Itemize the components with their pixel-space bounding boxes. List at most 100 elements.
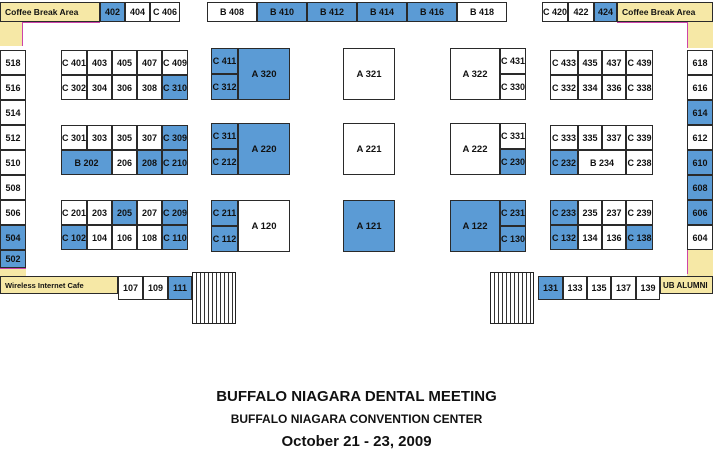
- event-title: BUFFALO NIAGARA DENTAL MEETING: [216, 388, 497, 405]
- booth-c309: C 309: [162, 125, 188, 150]
- booth-502: 502: [0, 250, 26, 268]
- booth-c431: C 431: [500, 48, 526, 74]
- event-dates: October 21 - 23, 2009: [281, 433, 432, 450]
- booth-107: 107: [118, 276, 143, 300]
- booth-508: 508: [0, 175, 26, 200]
- booth-c301: C 301: [61, 125, 87, 150]
- booth-c102: C 102: [61, 225, 87, 250]
- booth-c302: C 302: [61, 75, 87, 100]
- booth-131: 131: [538, 276, 563, 300]
- booth-104: 104: [87, 225, 112, 250]
- booth-c312: C 312: [211, 74, 238, 100]
- booth-b414: B 414: [357, 2, 407, 22]
- booth-403: 403: [87, 50, 112, 75]
- booth-a321: A 321: [343, 48, 395, 100]
- booth-a121: A 121: [343, 200, 395, 252]
- booth-136: 136: [602, 225, 626, 250]
- booth-304: 304: [87, 75, 112, 100]
- booth-111: 111: [168, 276, 192, 300]
- booth-510: 510: [0, 150, 26, 175]
- booth-337: 337: [602, 125, 626, 150]
- booth-c238: C 238: [626, 150, 653, 175]
- booth-235: 235: [578, 200, 602, 225]
- booth-203: 203: [87, 200, 112, 225]
- booth-c331: C 331: [500, 123, 526, 149]
- booth-c132: C 132: [550, 225, 578, 250]
- booth-305: 305: [112, 125, 137, 150]
- booth-b416: B 416: [407, 2, 457, 22]
- booth-335: 335: [578, 125, 602, 150]
- booth-610: 610: [687, 150, 713, 175]
- booth-c333: C 333: [550, 125, 578, 150]
- booth-c138: C 138: [626, 225, 653, 250]
- booth-c211: C 211: [211, 200, 238, 226]
- booth-b408: B 408: [207, 2, 257, 22]
- booth-c201: C 201: [61, 200, 87, 225]
- booth-c401: C 401: [61, 50, 87, 75]
- booth-c330: C 330: [500, 74, 526, 100]
- booth-c310: C 310: [162, 75, 188, 100]
- booth-c110: C 110: [162, 225, 188, 250]
- booth-a320: A 320: [238, 48, 290, 100]
- booth-c232: C 232: [550, 150, 578, 175]
- booth-a120: A 120: [238, 200, 290, 252]
- booth-612: 612: [687, 125, 713, 150]
- booth-618: 618: [687, 50, 713, 75]
- booth-b410: B 410: [257, 2, 307, 22]
- booth-a220: A 220: [238, 123, 290, 175]
- booth-616: 616: [687, 75, 713, 100]
- booth-133: 133: [563, 276, 587, 300]
- booth-135: 135: [587, 276, 611, 300]
- booth-303: 303: [87, 125, 112, 150]
- stairs-right-icon: [490, 272, 534, 324]
- booth-606: 606: [687, 200, 713, 225]
- booth-307: 307: [137, 125, 162, 150]
- booth-437: 437: [602, 50, 626, 75]
- booth-c339: C 339: [626, 125, 653, 150]
- booth-c239: C 239: [626, 200, 653, 225]
- booth-422: 422: [568, 2, 594, 22]
- booth-c332: C 332: [550, 75, 578, 100]
- booth-109: 109: [143, 276, 168, 300]
- booth-b418: B 418: [457, 2, 507, 22]
- booth-604: 604: [687, 225, 713, 250]
- area-wireless-cafe: Wireless Internet Cafe: [0, 276, 118, 294]
- booth-518: 518: [0, 50, 26, 75]
- booth-b234: B 234: [578, 150, 626, 175]
- booth-c230: C 230: [500, 149, 526, 175]
- booth-a122: A 122: [450, 200, 500, 252]
- booth-334: 334: [578, 75, 602, 100]
- booth-512: 512: [0, 125, 26, 150]
- booth-108: 108: [137, 225, 162, 250]
- booth-c112: C 112: [211, 226, 238, 252]
- booth-c233: C 233: [550, 200, 578, 225]
- booth-424: 424: [594, 2, 617, 22]
- booth-404: 404: [125, 2, 150, 22]
- booth-c420: C 420: [542, 2, 568, 22]
- booth-308: 308: [137, 75, 162, 100]
- stairs-left-icon: [192, 272, 236, 324]
- booth-206: 206: [112, 150, 137, 175]
- booth-c411: C 411: [211, 48, 238, 74]
- booth-516: 516: [0, 75, 26, 100]
- booth-614: 614: [687, 100, 713, 125]
- booth-137: 137: [611, 276, 636, 300]
- booth-c212: C 212: [211, 149, 238, 175]
- booth-402: 402: [100, 2, 125, 22]
- booth-c406: C 406: [150, 2, 180, 22]
- area-coffee-break-left: Coffee Break Area: [0, 2, 100, 22]
- booth-237: 237: [602, 200, 626, 225]
- booth-506: 506: [0, 200, 26, 225]
- booth-a322: A 322: [450, 48, 500, 100]
- booth-b412: B 412: [307, 2, 357, 22]
- booth-c311: C 311: [211, 123, 238, 149]
- booth-139: 139: [636, 276, 660, 300]
- area-ub-alumni: UB ALUMNI: [660, 276, 713, 294]
- booth-c130: C 130: [500, 226, 526, 252]
- booth-134: 134: [578, 225, 602, 250]
- area-coffee-break-right: Coffee Break Area: [617, 2, 713, 22]
- booth-b202: B 202: [61, 150, 112, 175]
- booth-504: 504: [0, 225, 26, 250]
- booth-306: 306: [112, 75, 137, 100]
